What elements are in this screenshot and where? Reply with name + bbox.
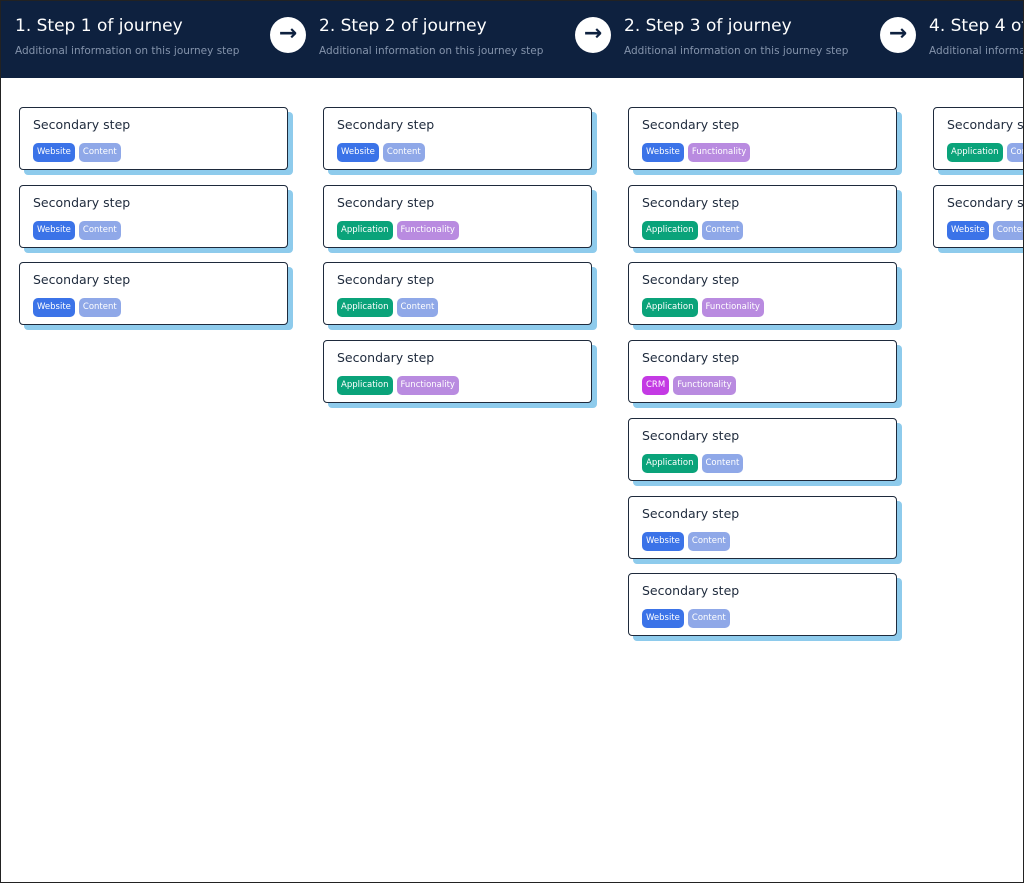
card-title: Secondary step (33, 194, 131, 210)
journey-step-subtitle: Additional information on this journey s… (15, 45, 240, 57)
tag-content: Content (78, 298, 121, 318)
tag-application: Application (642, 298, 698, 318)
card-title: Secondary step (642, 350, 740, 366)
tag-application: Application (337, 220, 393, 240)
tag-website: Website (33, 220, 75, 240)
tag-website: Website (33, 143, 75, 162)
tag-content: Content (992, 220, 1023, 240)
tag-content: Content (687, 609, 730, 629)
journey-step-subtitle: Additional information on this journey s… (624, 45, 849, 57)
card-title: Secondary step (642, 583, 740, 599)
tag-content: Content (396, 298, 439, 318)
card-title: Secondary step (642, 117, 740, 132)
journey-step-subtitle: Additional information on this journey s… (929, 45, 1023, 57)
journey-step-header: 2. Step 2 of journey Additional informat… (319, 1, 619, 78)
card-title: Secondary step (33, 117, 131, 132)
card-title: Secondary step (33, 272, 131, 288)
tag-content: Content (78, 220, 121, 240)
card-title: Secondary step (947, 194, 1024, 210)
card-title: Secondary step (337, 272, 435, 288)
tag-website: Website (642, 531, 684, 551)
tag-content: Content (382, 143, 425, 162)
tag-content: Content (1006, 143, 1023, 162)
tag-crm: CRM (642, 376, 670, 396)
tag-content: Content (687, 531, 730, 551)
card-title: Secondary step (642, 194, 740, 210)
tag-application: Application (642, 220, 698, 240)
card-title: Secondary step (642, 272, 740, 288)
journey-step-title: 1. Step 1 of journey (15, 16, 183, 36)
arrow-right-icon: → (575, 17, 611, 53)
journey-step-header: 1. Step 1 of journey Additional informat… (15, 1, 315, 78)
card-title: Secondary step (337, 194, 435, 210)
tag-application: Application (337, 298, 393, 318)
journey-step-title: 2. Step 2 of journey (319, 16, 487, 36)
journey-step-header: 4. Step 4 of journey Additional informat… (929, 1, 1023, 78)
card-title: Secondary step (337, 117, 435, 132)
card-title: Secondary step (642, 505, 740, 521)
tag-content: Content (78, 143, 121, 162)
tag-functionality: Functionality (701, 298, 764, 318)
tag-application: Application (642, 453, 698, 473)
tag-website: Website (947, 220, 989, 240)
journey-step-header: 2. Step 3 of journey Additional informat… (624, 1, 924, 78)
tag-website: Website (642, 609, 684, 629)
tag-content: Content (701, 220, 744, 240)
tag-functionality: Functionality (396, 220, 459, 240)
card-title: Secondary step (642, 427, 740, 443)
tag-application: Application (947, 143, 1003, 162)
tag-website: Website (642, 143, 684, 162)
journey-header: 1. Step 1 of journey Additional informat… (1, 1, 1023, 78)
journey-step-title: 2. Step 3 of journey (624, 16, 792, 36)
arrow-right-icon: → (270, 17, 306, 53)
card-title: Secondary step (947, 117, 1024, 132)
tag-website: Website (33, 298, 75, 318)
tag-functionality: Functionality (687, 143, 751, 162)
arrow-right-icon: → (880, 17, 916, 53)
journey-step-title: 4. Step 4 of journey (929, 16, 1023, 36)
tag-content: Content (701, 453, 744, 473)
card-title: Secondary step (337, 350, 435, 366)
tag-website: Website (337, 143, 379, 162)
tag-functionality: Functionality (396, 376, 459, 396)
journey-step-subtitle: Additional information on this journey s… (319, 45, 544, 57)
tag-functionality: Functionality (673, 376, 736, 396)
tag-application: Application (337, 376, 393, 396)
